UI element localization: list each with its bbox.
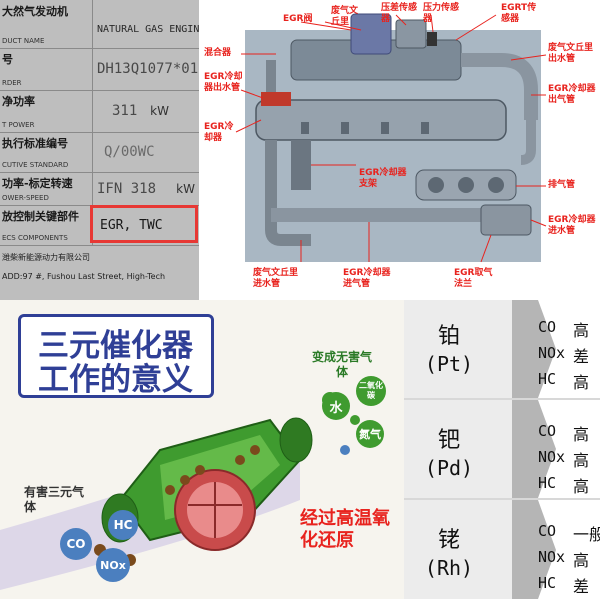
chevron-icon [512, 400, 556, 498]
metal-name: 铑 [437, 528, 460, 553]
gas-hc-level: 高 [573, 477, 590, 496]
nameplate-row: 号 RDER DH13Q1077*01 [0, 48, 199, 91]
label-diff-pressure-sensor: 压差传感器 [381, 3, 418, 24]
catalyst-title-line1: 三元催化器 [38, 328, 193, 364]
chevron-icon [512, 500, 556, 599]
nameplate-value: IFN 318 [97, 180, 157, 197]
gas-co-level: 一般 [573, 525, 600, 544]
nameplate-label-cn: 号 [2, 53, 13, 66]
gas-nox: NOx [538, 448, 566, 466]
hc-bubble: HC [108, 510, 138, 540]
gas-hc-level: 高 [573, 373, 590, 392]
label-venturi-water-outlet: 废气文丘里出水管 [548, 43, 594, 64]
gas-hc-level: 差 [573, 577, 590, 596]
chevron-icon [512, 300, 556, 398]
nox-bubble: NOx [96, 548, 130, 582]
nameplate-value: DH13Q1077*01 [97, 61, 199, 77]
gas-nox-level: 差 [573, 347, 590, 366]
label-egr-cooler-bracket: EGR冷却器支架 [359, 168, 407, 189]
gas-co: CO [538, 318, 557, 336]
metal-name: 钯 [437, 428, 460, 453]
nameplate-label-en: ECS COMPONENTS [2, 234, 68, 242]
nameplate-label-cn: 功率-标定转速 [2, 177, 73, 190]
nameplate-label-cn: 执行标准编号 [2, 137, 68, 150]
gas-hc: HC [538, 574, 557, 592]
nameplate-footer-cn: 潍柴新能源动力有限公司 [2, 253, 90, 262]
label-mixer: 混合器 [204, 48, 232, 58]
gas-co-level: 高 [573, 321, 590, 340]
label-egr-valve: EGR阀 [283, 14, 313, 24]
metal-symbol: (Pt) [424, 352, 474, 376]
gas-co: CO [538, 522, 557, 540]
gas-nox: NOx [538, 548, 566, 566]
nameplate-label-en: CUTIVE STANDARD [2, 161, 69, 169]
nameplate-row: 大然气发动机 DUCT NAME NATURAL GAS ENGINE [0, 0, 199, 49]
nitrogen-bubble: 氮气 [356, 420, 384, 448]
label-egr-intake-flange: EGR取气法兰 [454, 268, 493, 289]
label-venturi-water-inlet: 废气文丘里进水管 [253, 268, 299, 289]
three-way-catalyst-poster: 三元催化器 工作的意义 变成无害气体 有害三元气体 经过高温氧化还原 CO NO… [0, 300, 404, 599]
engine-nameplate: 大然气发动机 DUCT NAME NATURAL GAS ENGINE 号 RD… [0, 0, 199, 300]
metal-row-palladium: 钯 (Pd) CO 高 NOx 高 HC 高 [404, 400, 600, 500]
nameplate-unit: kW [150, 104, 169, 118]
nameplate-row: 放控制关键部件 ECS COMPONENTS EGR, TWC [0, 205, 199, 246]
label-egrt-sensor: EGRT传感器 [501, 3, 537, 24]
catalyst-metals-table: 铂 (Pt) CO 高 NOx 差 HC 高 钯 (Pd) CO 高 NOx 高… [404, 300, 600, 599]
gas-co-level: 高 [573, 425, 590, 444]
gas-nox: NOx [538, 344, 566, 362]
label-egr-cooler: EGR冷却器 [204, 122, 234, 143]
label-egr-cooler-water-outlet: EGR冷却器出水管 [204, 72, 243, 93]
title-frame [18, 314, 214, 398]
nameplate-label-cn: 放控制关键部件 [2, 210, 79, 223]
nameplate-label-cn: 净功率 [2, 95, 35, 108]
nameplate-row: 执行标准编号 CUTIVE STANDARD Q/00WC [0, 132, 199, 173]
label-egr-cooler-water-inlet: EGR冷却器进水管 [548, 215, 596, 236]
label-pressure-sensor: 压力传感器 [423, 3, 460, 24]
egr-system-diagram: EGR阀 废气文丘里 压差传感器 压力传感器 EGRT传感器 混合器 废气文丘里… [201, 0, 600, 300]
nameplate-label-en: RDER [2, 79, 22, 87]
water-bubble: 水 [322, 392, 350, 420]
metal-row-rhodium: 铑 (Rh) CO 一般 NOx 高 HC 差 [404, 500, 600, 599]
nameplate-label-cn: 大然气发动机 [2, 5, 68, 18]
label-egr-cooler-gas-outlet: EGR冷却器出气管 [548, 84, 596, 105]
metal-name: 铂 [437, 324, 460, 349]
egr-engine-drawing [235, 13, 547, 263]
nameplate-row: 净功率 T POWER 311 kW [0, 90, 199, 133]
nameplate-label-en: OWER-SPEED [2, 194, 49, 202]
label-egr-cooler-gas-inlet: EGR冷却器进气管 [343, 268, 391, 289]
nameplate-row: 功率-标定转速 OWER-SPEED IFN 318 kW [0, 172, 199, 206]
nameplate-value-ecs: EGR, TWC [100, 217, 163, 233]
metal-symbol: (Pd) [424, 456, 474, 480]
harmful-gas-label: 有害三元气体 [24, 485, 85, 514]
gas-hc: HC [538, 474, 557, 492]
metal-symbol: (Rh) [424, 556, 474, 580]
catalyst-converter-drawing [0, 392, 360, 590]
gas-nox-level: 高 [573, 551, 590, 570]
gas-hc: HC [538, 370, 557, 388]
co-bubble: CO [60, 528, 92, 560]
nameplate-value: NATURAL GAS ENGINE [97, 23, 199, 35]
metal-row-platinum: 铂 (Pt) CO 高 NOx 差 HC 高 [404, 300, 600, 400]
catalyst-title-line2: 工作的意义 [38, 362, 193, 398]
catalyst-slogan: 经过高温氧化还原 [300, 508, 390, 551]
nameplate-value: 311 [112, 103, 138, 119]
nameplate-label-en: DUCT NAME [2, 37, 45, 45]
nameplate-value: Q/00WC [104, 144, 155, 160]
harmless-gas-label: 变成无害气体 [312, 350, 373, 379]
gas-co: CO [538, 422, 557, 440]
label-exhaust-venturi: 废气文丘里 [331, 6, 359, 27]
co2-bubble: 二氧化碳 [356, 376, 386, 406]
nameplate-footer-en: ADD:97 #, Fushou Last Street, High-Tech [2, 272, 166, 281]
nameplate-unit: kW [176, 181, 195, 196]
highlight-box [90, 205, 198, 243]
label-exhaust-pipe: 排气管 [548, 180, 576, 190]
nameplate-label-en: T POWER [2, 121, 35, 129]
gas-nox-level: 高 [573, 451, 590, 470]
